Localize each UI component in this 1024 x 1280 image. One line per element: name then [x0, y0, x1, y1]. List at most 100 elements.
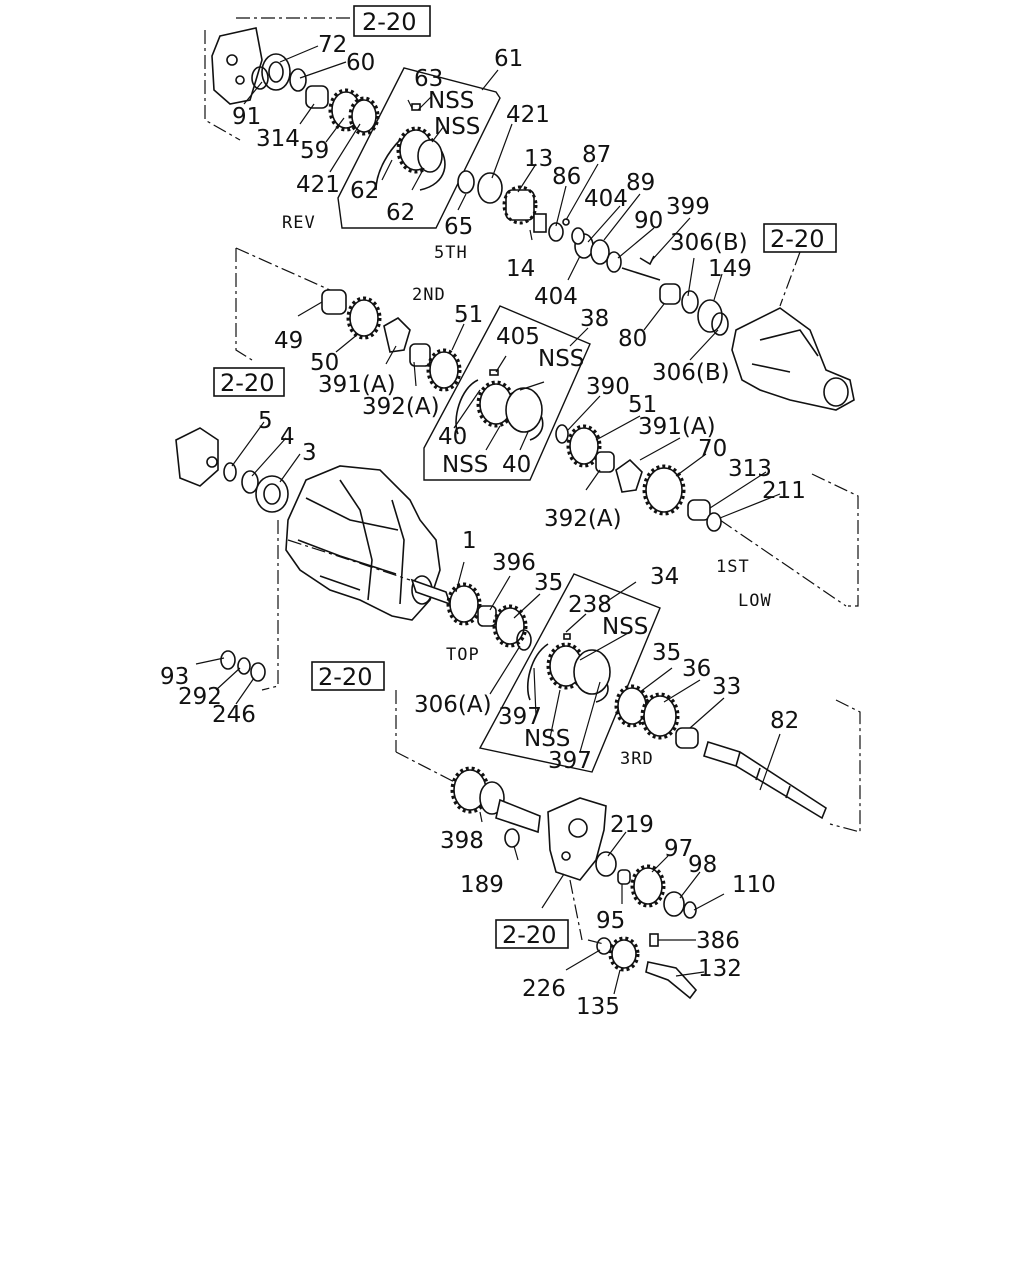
gear-50 [349, 299, 379, 337]
ref-box [495, 919, 569, 949]
callout-4: 4 [280, 424, 295, 450]
callout-82: 82 [770, 708, 799, 734]
callout-35: 35 [652, 640, 681, 666]
ring-306a [516, 629, 532, 651]
gear-51b [569, 427, 599, 465]
callout-nss: NSS [442, 452, 488, 478]
callout-398: 398 [440, 828, 484, 854]
callout-219: 219 [610, 812, 654, 838]
axis-line [811, 473, 859, 607]
callout-40: 40 [502, 452, 531, 478]
gear-50-teeth [346, 296, 382, 340]
callout-38: 38 [580, 306, 609, 332]
callout-nss: NSS [434, 114, 480, 140]
callout-93: 93 [160, 664, 189, 690]
ring-86 [548, 222, 564, 242]
bearing-313 [687, 499, 711, 521]
bolt-hole [226, 54, 238, 66]
callout-36: 36 [682, 656, 711, 682]
spring-397 [526, 643, 549, 701]
tag-rev: REV [282, 213, 316, 233]
shaft-132 [645, 961, 698, 1000]
group-box-38 [423, 305, 591, 481]
callout-87: 87 [582, 142, 611, 168]
gear-36-teeth [640, 692, 680, 740]
gear-135 [611, 939, 637, 969]
callout-51: 51 [454, 302, 483, 328]
ring-93 [220, 650, 236, 670]
axis-line [235, 248, 253, 361]
callout-132: 132 [698, 956, 742, 982]
tag-1st: 1ST [716, 557, 750, 577]
bearing-33 [675, 727, 699, 749]
axis-line [719, 519, 847, 607]
axis-line [235, 247, 331, 291]
needle-bearing-49 [321, 289, 347, 315]
callout-70: 70 [698, 436, 727, 462]
pin-386 [649, 933, 659, 947]
callout-397: 397 [498, 704, 542, 730]
key-405 [489, 369, 499, 376]
plate-bore [568, 818, 588, 838]
axis-line [779, 251, 801, 307]
cone-391a2 [615, 458, 643, 493]
gear-35 [495, 607, 525, 645]
ring-90 [606, 251, 622, 273]
callout-238: 238 [568, 592, 612, 618]
tag-3rd: 3RD [620, 749, 654, 769]
callout-314: 314 [256, 126, 300, 152]
synchro-sleeve-34 [573, 649, 611, 695]
extension-housing-ribs [751, 329, 819, 373]
callout-62: 62 [386, 200, 415, 226]
input-gear-1 [449, 585, 479, 623]
ref-label: 2-20 [318, 663, 372, 691]
callout-40: 40 [438, 424, 467, 450]
callout-292: 292 [178, 684, 222, 710]
axis-line [287, 539, 411, 581]
ring-306b2 [711, 312, 729, 336]
callout-1: 1 [462, 528, 477, 554]
ref-box [213, 367, 285, 397]
callout-135: 135 [576, 994, 620, 1020]
bearing-3 [255, 475, 289, 513]
plate-hole [561, 851, 571, 861]
synchro-sleeve-38 [505, 387, 543, 433]
callout-313: 313 [728, 456, 772, 482]
axis-line [829, 699, 861, 833]
needle-bearing-314 [305, 85, 329, 109]
shaft-13-teeth [502, 185, 538, 225]
bearing-80 [659, 283, 681, 305]
callout-95: 95 [596, 908, 625, 934]
gear-135-teeth [608, 936, 640, 972]
callout-49: 49 [274, 328, 303, 354]
callout-51: 51 [628, 392, 657, 418]
snap-ring-4 [241, 470, 259, 494]
callout-396: 396 [492, 550, 536, 576]
needle-95 [617, 869, 631, 885]
gear-36 [643, 695, 677, 737]
ring-392a2 [595, 451, 615, 473]
gear-97-teeth [630, 864, 666, 908]
synchro-sleeve [417, 139, 443, 173]
callout-246: 246 [212, 702, 256, 728]
transmission-case-ribs [297, 479, 405, 605]
callout-59: 59 [300, 138, 329, 164]
key-238 [563, 633, 571, 640]
group-box-34 [478, 573, 661, 773]
axis-line [569, 879, 583, 941]
callout-306b: 306(B) [670, 230, 748, 256]
gear-421b [477, 172, 503, 204]
bolt-hole [235, 75, 245, 85]
key-spring-62 [375, 139, 401, 191]
callout-390: 390 [586, 374, 630, 400]
lock-pin-399 [621, 255, 661, 281]
callout-397: 397 [548, 748, 592, 774]
callout-306b: 306(B) [652, 360, 730, 386]
callout-404: 404 [534, 284, 578, 310]
ref-label: 2-20 [770, 225, 824, 253]
ref-box [353, 5, 431, 37]
callout-89: 89 [626, 170, 655, 196]
gear-51b-teeth [566, 424, 602, 468]
bolt-hole [206, 456, 218, 468]
callout-189: 189 [460, 872, 504, 898]
